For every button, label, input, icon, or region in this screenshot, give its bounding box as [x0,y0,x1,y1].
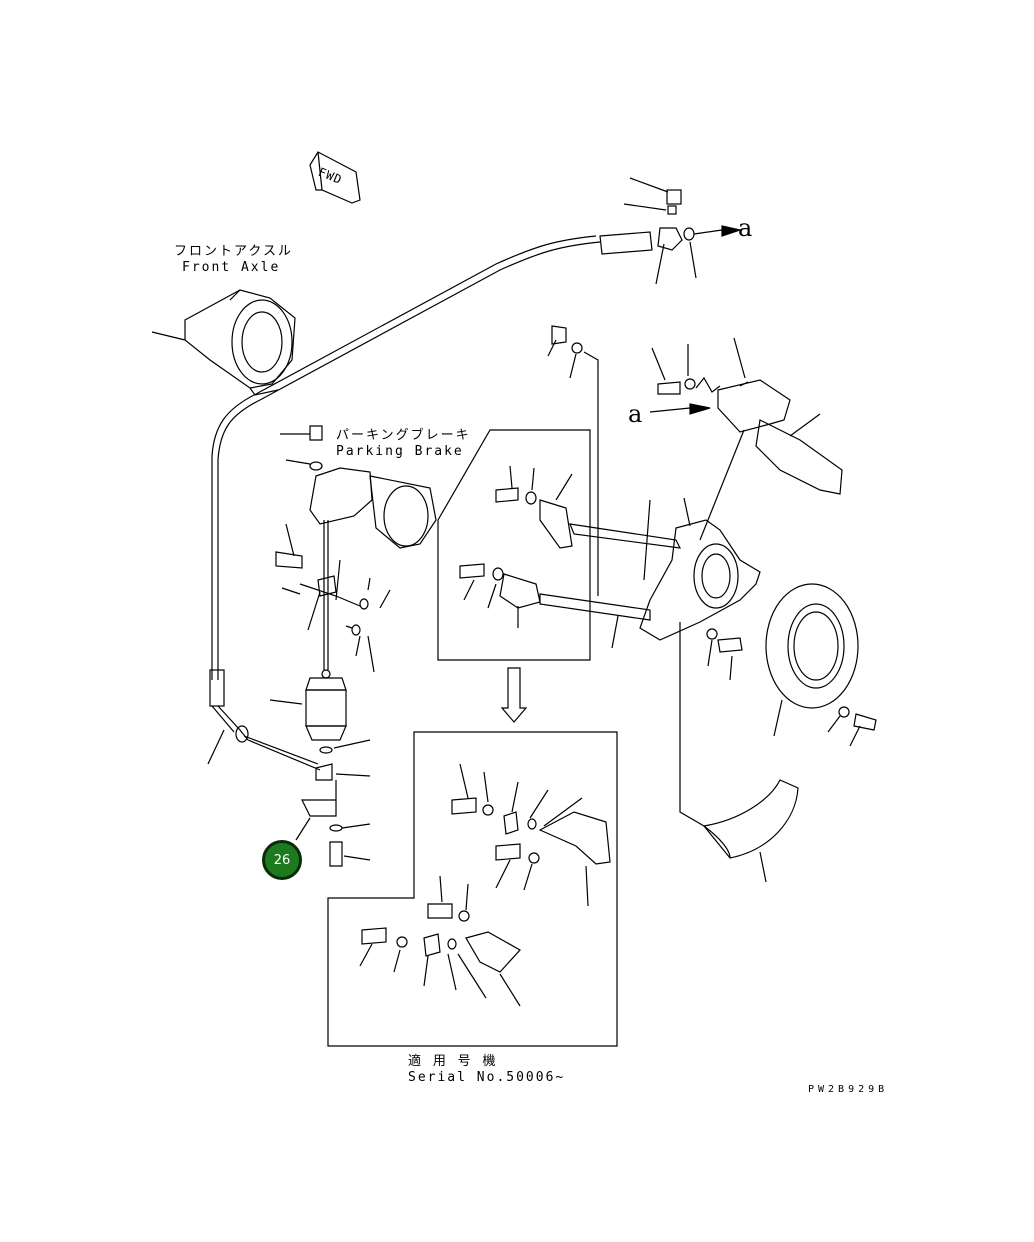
upper-bracket [547,325,843,596]
reference-a-top: a [738,214,753,242]
reference-a-mid: a [628,400,643,428]
front-axle [151,289,296,396]
drawing-code: PW2B929B [808,1084,889,1095]
fwd-arrow [309,151,361,204]
applicable-label: 適 用 号 機 [408,1054,498,1069]
serial-label: Serial No.50006~ [408,1070,566,1085]
callout-26[interactable]: 26 [262,840,302,880]
brake-chamber [207,520,371,867]
top-fitting [599,177,743,285]
disc-guard [679,622,799,883]
parking-brake-label-jp: パーキングブレーキ [336,428,471,443]
parking-brake-label-en: Parking Brake [336,444,464,459]
detail-box-lower [327,731,618,1047]
brake-disc [765,583,877,747]
brake-tube [209,235,601,771]
front-axle-label-jp: フロントアクスル [174,244,293,259]
detail-arrow [500,667,528,723]
parking-brake [275,425,437,673]
front-axle-label-en: Front Axle [182,260,281,275]
brake-bracket [539,497,761,681]
detail-box-upper [437,429,591,661]
